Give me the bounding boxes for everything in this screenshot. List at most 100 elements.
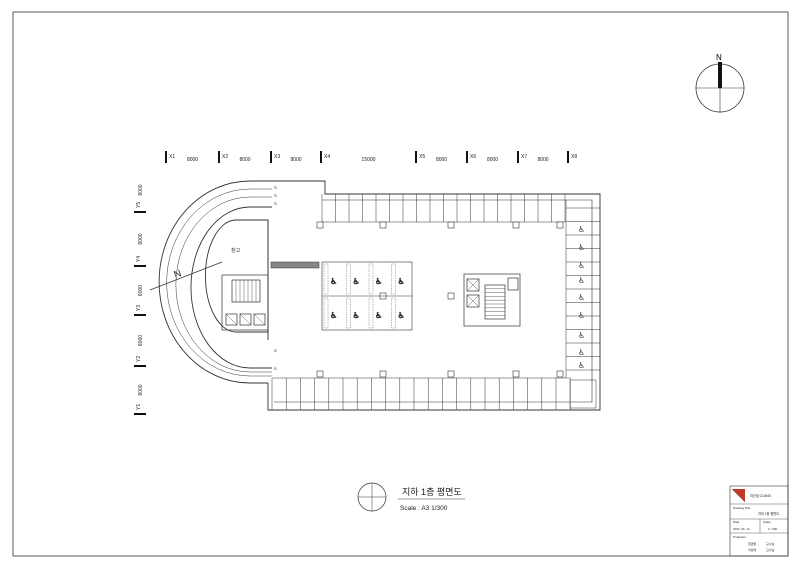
elevator-right-1-x2 [466, 278, 480, 292]
accessible-parking-icon: ♿ [578, 293, 585, 302]
grid-y-dim: 8000 [138, 335, 144, 346]
grid-y-dim-top: 8000 [138, 184, 144, 195]
hatched-strip [391, 263, 396, 295]
grid-x-dim: 8000 [537, 157, 548, 163]
structural-columns [316, 221, 564, 378]
title-block-logo-line [731, 488, 746, 503]
north-arrow: N [695, 53, 745, 113]
center-parking-island: ♿♿♿♿♿♿♿♿ [321, 261, 413, 331]
elevator-right-2 [466, 294, 480, 308]
stair-left [231, 279, 261, 303]
accessible-parking-icon: ♿ [578, 243, 585, 252]
parking-row-bottom [271, 377, 597, 410]
grid-x-marker [466, 151, 468, 163]
stair-right [484, 284, 506, 320]
island-stalls: ♿♿♿♿♿♿♿♿ [323, 263, 405, 329]
elevator-left-2-x [239, 313, 252, 326]
ramp-arrow-line [149, 261, 223, 291]
parking-row-top [321, 194, 566, 223]
core-right [463, 273, 521, 327]
hatched-strip [323, 263, 329, 295]
column [447, 370, 455, 378]
accessible-parking-icon: ♿ [578, 261, 585, 270]
professor-2-name: 이성택 [748, 547, 757, 552]
elevator-right-1 [466, 278, 480, 292]
accessible-parking-icon: ♿ [578, 225, 585, 234]
grid-x-marker [165, 151, 167, 163]
elevator-left-1 [225, 313, 238, 326]
plan-title-block: 지하 1층 평면도 Scale : A3 1/300 [357, 482, 465, 512]
grid-x-marker [320, 151, 322, 163]
core-left [221, 274, 269, 331]
grid-y-marker [134, 365, 146, 367]
project-name: 여산빌 C10645 [750, 493, 771, 498]
column [447, 292, 455, 300]
accessible-parking-icon: ♿ [578, 331, 585, 340]
elevator-left-3 [253, 313, 266, 326]
accessible-parking-icon: ♿ [330, 311, 337, 320]
ramp-arrow: N [149, 261, 223, 291]
ramp-lane-2 [175, 196, 272, 373]
core-right-outline [463, 273, 521, 327]
main-outer-wall [267, 188, 601, 411]
grid-x-dim: 8000 [290, 157, 301, 163]
ramp-mark: S [274, 201, 277, 206]
room-label-storage: 창고 [231, 247, 241, 254]
grid-y-dim: 8000 [138, 285, 144, 296]
grid-x-label: X5 [419, 154, 425, 160]
parking-column-right: ♿♿♿♿♿♿♿♿♿ [565, 200, 600, 378]
column [512, 221, 520, 229]
elevator-left-1-x [225, 313, 238, 326]
date-label: Date [733, 520, 740, 524]
accessible-parking-icon: ♿ [398, 311, 405, 320]
hatched-strip [346, 263, 351, 295]
grid-x-label: X1 [169, 154, 175, 160]
accessible-parking-icon: ♿ [330, 277, 337, 286]
ramp-mark: S [274, 193, 277, 198]
column [379, 221, 387, 229]
grid-y-marker [134, 265, 146, 267]
grid-y-label: Y5 [136, 202, 142, 208]
ramp-gate [270, 261, 320, 269]
grid-x-label: X4 [324, 154, 330, 160]
grid-y-marker [134, 314, 146, 316]
date-value: 2023. 06. 12 [733, 527, 750, 531]
grid-x-label: X7 [521, 154, 527, 160]
accessible-parking-icon: ♿ [375, 311, 382, 320]
grid-x-dim: 15000 [362, 157, 376, 163]
grid-x-label: X6 [470, 154, 476, 160]
grid-y-label: Y1 [136, 404, 142, 410]
drawing-title-label: Drawing Title [733, 506, 751, 510]
accessible-parking-icon: ♿ [375, 277, 382, 286]
accessible-parking-icon: ♿ [578, 276, 585, 285]
column [512, 370, 520, 378]
sheet-border [12, 11, 789, 557]
accessible-parking-icon: ♿ [578, 311, 585, 320]
grid-y-dim: 8000 [138, 384, 144, 395]
accessible-parking-icon: ♿ [353, 311, 360, 320]
ramp-inner-wall [190, 206, 272, 369]
ramp-outer-wall [158, 180, 326, 384]
ramp-mark: S [274, 366, 277, 371]
scale-label: Scale [763, 520, 771, 524]
professor-1-title: 교수님 [766, 541, 775, 546]
grid-y-marker [134, 413, 146, 415]
column [316, 221, 324, 229]
scale-value: 1 / 300 [768, 527, 778, 531]
title-block-frame [729, 485, 789, 557]
ramp-arrow-n: N [173, 268, 184, 281]
hatched-strip [391, 297, 396, 329]
grid-x-marker [270, 151, 272, 163]
professor-2-title: 교수님 [766, 547, 775, 552]
grid-x-dim: 8000 [239, 157, 250, 163]
ramp-mark: S [274, 185, 277, 190]
ramp-core [205, 219, 269, 333]
shaft-right [507, 277, 519, 291]
grid-x-marker [567, 151, 569, 163]
drawing-title: 지하 1층 평면도 [758, 511, 779, 516]
hatched-strip [346, 297, 351, 329]
grid-x-dim: 8000 [487, 157, 498, 163]
accessible-parking-icon: ♿ [353, 277, 360, 286]
